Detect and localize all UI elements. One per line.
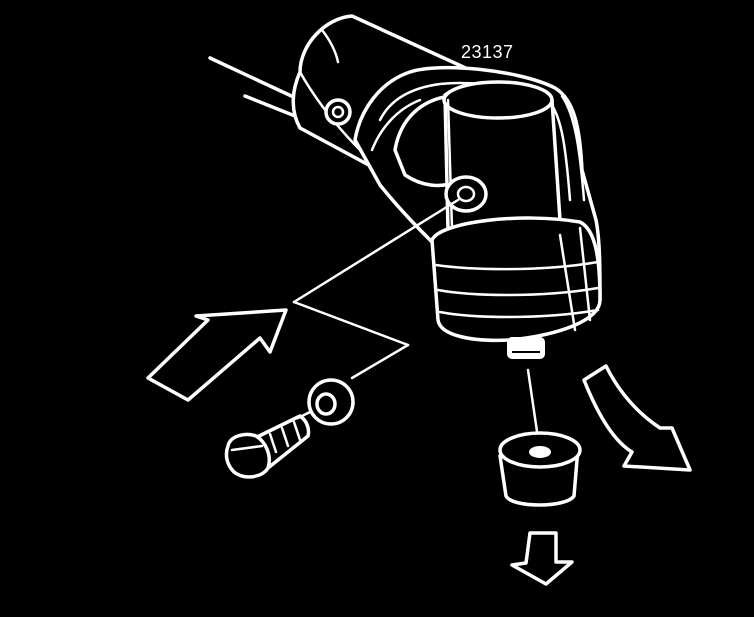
bolt-hole bbox=[444, 175, 488, 213]
removal-arrow bbox=[582, 364, 692, 472]
down-arrow bbox=[510, 531, 574, 586]
direction-arrow bbox=[146, 308, 288, 402]
bolt bbox=[224, 410, 312, 479]
leader-lines bbox=[292, 198, 542, 454]
figure-number: 23137 bbox=[461, 42, 514, 62]
shaft bbox=[208, 56, 302, 120]
washer bbox=[307, 378, 355, 426]
lower-housing bbox=[430, 216, 602, 359]
insulator bbox=[498, 431, 582, 507]
